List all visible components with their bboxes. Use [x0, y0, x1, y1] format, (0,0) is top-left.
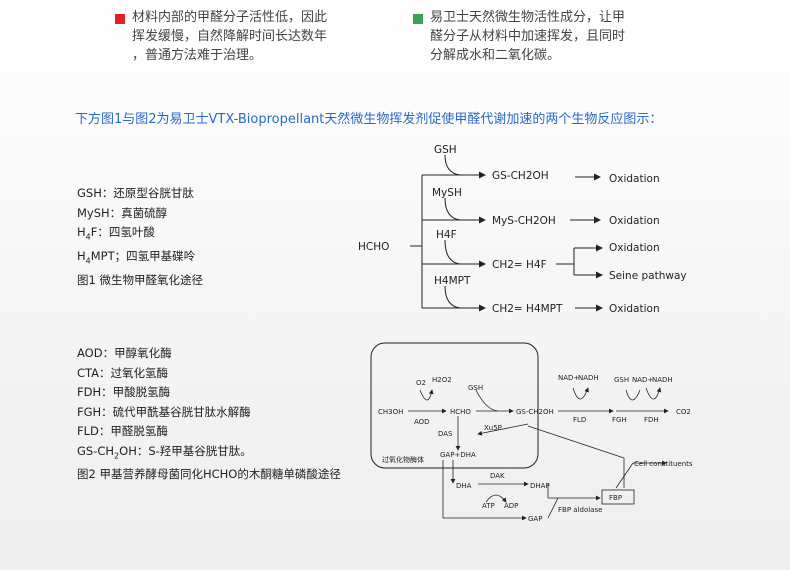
d2-atp: ATP [482, 502, 495, 510]
d1-oxidation-1: Oxidation [609, 173, 660, 185]
d2-fgh: FGH [612, 416, 627, 424]
d1-oxidation-4: Oxidation [609, 303, 660, 315]
d2-das: DAS [438, 430, 453, 438]
legend-figure1: GSH：还原型谷胱甘肽 MySH：真菌硫醇 H4F：四氢叶酸 H4MPT；四氢甲… [77, 184, 203, 290]
d2-nadh: NADH [578, 374, 599, 382]
d1-oxidation-3: Oxidation [609, 242, 660, 254]
d2-fld: FLD [573, 416, 586, 424]
d2-adp: ADP [504, 502, 518, 510]
d2-nad-2: NAD+ [632, 376, 653, 384]
d2-aod: AOD [414, 418, 430, 426]
figure2-title: 图2 甲基营养酵母菌同化HCHO的木酮糖单磷酸途径 [77, 467, 341, 482]
legend-h4f: H4F：四氢叶酸 [77, 225, 155, 242]
diagram-formaldehyde-oxidation: GSH MySH H4F H4MPT HCHO GS-CH2OH MyS-CH2… [358, 144, 687, 315]
d2-peroxisome-label: 过氧化物酶体 [382, 455, 424, 464]
red-bullet-square [115, 14, 125, 24]
legend-fld: FLD：甲醛脱氢酶 [77, 424, 168, 438]
legend-h4mpt: H4MPT；四氢甲基碟呤 [77, 248, 196, 266]
legend-fgh: FGH：硫代甲酰基谷胱甘肽水解酶 [77, 404, 251, 419]
d1-seine-pathway: Seine pathway [609, 270, 687, 282]
d1-hcho: HCHO [358, 241, 389, 253]
d2-xu5p: Xu5P [484, 424, 502, 432]
d2-gap: GAP [528, 515, 542, 523]
diagram-xylulose-pathway: CH3OH AOD O2 H2O2 HCHO GSH GS-CH2OH NAD+… [370, 342, 693, 523]
green-bullet-square [413, 14, 423, 24]
d1-gsh: GSH [434, 144, 457, 156]
fbp-box [601, 489, 635, 505]
d1-mysh: MySH [432, 187, 462, 199]
d2-o2: O2 [416, 379, 426, 387]
d2-gsh-2: GSH [614, 376, 629, 384]
d1-h4f: H4F [436, 229, 457, 241]
legend-figure2: AOD：甲醇氧化酶 CTA：过氧化氢酶 FDH：甲酸脱氢酶 FGH：硫代甲酰基谷… [77, 344, 341, 485]
d2-hcho: HCHO [450, 408, 471, 416]
d1-oxidation-2: Oxidation [609, 215, 660, 227]
d2-cell-constituents: Cell constituents [634, 460, 693, 468]
d2-gap-dha: GAP+DHA [440, 451, 476, 459]
peroxisome-box [370, 342, 539, 469]
d1-ch2-h4f: CH2= H4F [492, 259, 547, 271]
d2-fbp: FBP [609, 494, 622, 502]
d2-gs-ch2oh: GS-CH2OH [516, 408, 554, 416]
legend-aod: AOD：甲醇氧化酶 [77, 346, 172, 360]
d2-ch3oh: CH3OH [378, 408, 403, 416]
d2-dak: DAK [490, 472, 505, 480]
d2-dhap: DHAP [530, 482, 550, 490]
legend-gsch2oh: GS-CH2OH：S-羟甲基谷胱甘肽。 [77, 443, 252, 460]
legend-gsh: GSH：还原型谷胱甘肽 [77, 186, 194, 200]
d1-h4mpt: H4MPT [434, 275, 471, 287]
legend-fdh: FDH：甲酸脱氢酶 [77, 385, 171, 399]
d1-gs-ch2oh: GS-CH2OH [492, 170, 549, 182]
d2-co2: CO2 [676, 408, 691, 416]
d2-nadh-2: NADH [652, 376, 673, 384]
d2-gsh: GSH [468, 384, 483, 392]
d2-fdh: FDH [644, 416, 659, 424]
d2-h2o2: H2O2 [432, 376, 452, 384]
d1-ch2-h4mpt: CH2= H4MPT [492, 303, 563, 315]
legend-cta: CTA：过氧化氢酶 [77, 365, 169, 380]
d2-nad: NAD+ [558, 374, 579, 382]
bullet-text-2: 易卫士天然微生物活性成分，让甲醛分子从材料中加速挥发，且同时分解成水和二氧化碳。 [430, 10, 626, 63]
figure1-title: 图1 微生物甲醛氧化途径 [77, 272, 203, 287]
bullet-text-1: 材料内部的甲醛分子活性低，因此挥发缓慢，自然降解时间长达数年，普通方法难于治理。 [132, 10, 328, 63]
d2-fbp-aldolase: FBP aldolase [558, 506, 602, 514]
figure-caption: 下方图1与图2为易卫士VTX-Biopropellant天然微生物挥发剂促使甲醛… [75, 112, 663, 127]
d1-mys-ch2oh: MyS-CH2OH [492, 215, 556, 227]
legend-mysh: MySH：真菌硫醇 [77, 205, 168, 220]
d2-dha: DHA [456, 482, 472, 490]
